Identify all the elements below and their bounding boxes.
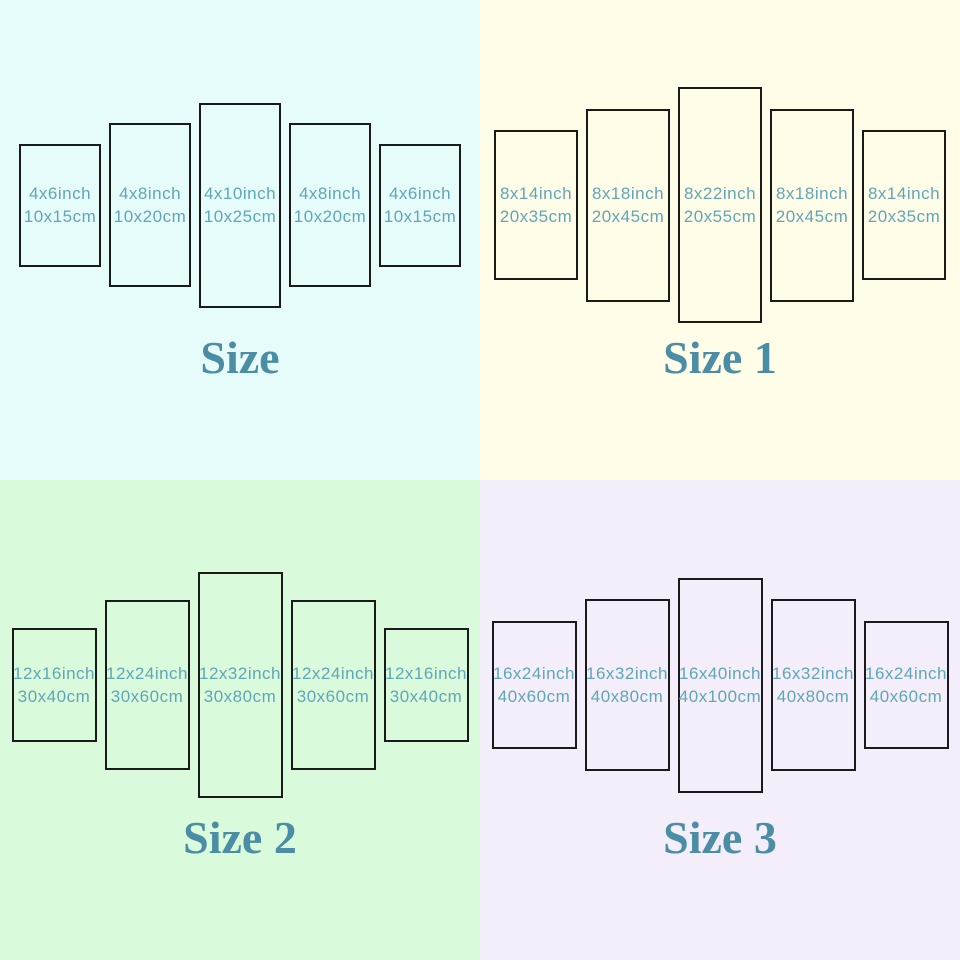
quadrant-title: Size 1 [663, 332, 777, 383]
panel-inch-label: 8x14inch [499, 184, 573, 203]
panel-inch-label: 8x18inch [591, 184, 665, 203]
panel-cm-label: 30x60cm [110, 687, 184, 706]
size-panel: 12x24inch 30x60cm [290, 600, 376, 770]
panel-cm-label: 30x40cm [17, 687, 91, 706]
panel-cm-label: 40x60cm [497, 687, 571, 706]
panel-cm-label: 40x80cm [590, 687, 664, 706]
panel-inch-label: 12x32inch [199, 664, 282, 683]
size-panel: 8x18inch 20x45cm [770, 108, 854, 302]
panel-cm-label: 40x60cm [869, 687, 943, 706]
panel-inch-label: 12x24inch [106, 664, 189, 683]
quadrant-title: Size 3 [663, 812, 777, 863]
panel-cm-label: 10x20cm [293, 207, 367, 226]
quadrant-size-2: 12x16inch 30x40cm 12x24inch 30x60cm 12x32inc… [0, 480, 480, 960]
panel-inch-label: 16x24inch [493, 664, 576, 683]
quadrant-title: Size [200, 332, 280, 383]
size-panel: 12x16inch 30x40cm [11, 628, 97, 742]
panel-row: 8x14inch 20x35cm 8x18inch 20x45cm 8x22inch 20… [480, 0, 960, 410]
size-panel: 16x32inch 40x80cm [584, 599, 670, 771]
panel-cm-label: 30x60cm [296, 687, 370, 706]
size-panel: 12x16inch 30x40cm [383, 628, 469, 742]
size-panel: 8x18inch 20x45cm [586, 108, 670, 302]
size-panel: 16x32inch 40x80cm [770, 599, 856, 771]
panel-row: 16x24inch 40x60cm 16x32inch 40x80cm 16x40inc… [480, 480, 960, 890]
panel-inch-label: 8x22inch [683, 184, 757, 203]
size-panel: 4x6inch 10x15cm [379, 143, 461, 267]
panel-inch-label: 12x24inch [292, 664, 375, 683]
size-panel: 4x8inch 10x20cm [289, 123, 371, 287]
panel-row: 4x6inch 10x15cm 4x8inch 10x20cm 4x10inch 10x2… [0, 0, 480, 410]
size-panel: 8x14inch 20x35cm [494, 130, 578, 280]
panel-cm-label: 20x55cm [683, 207, 757, 226]
panel-cm-label: 30x80cm [203, 687, 277, 706]
panel-cm-label: 40x100cm [678, 687, 762, 706]
panel-inch-label: 4x6inch [28, 184, 92, 203]
panel-inch-label: 8x18inch [775, 184, 849, 203]
panel-cm-label: 20x45cm [775, 207, 849, 226]
panel-cm-label: 10x15cm [23, 207, 97, 226]
panel-inch-label: 4x8inch [118, 184, 182, 203]
panel-cm-label: 20x45cm [591, 207, 665, 226]
size-panel: 4x6inch 10x15cm [19, 143, 101, 267]
size-panel: 8x22inch 20x55cm [678, 87, 762, 323]
size-panel: 8x14inch 20x35cm [862, 130, 946, 280]
size-panel: 12x32inch 30x80cm [197, 572, 283, 798]
quadrant-size-1: 8x14inch 20x35cm 8x18inch 20x45cm 8x22inch 20… [480, 0, 960, 480]
size-panel: 4x10inch 10x25cm [199, 102, 281, 308]
panel-cm-label: 20x35cm [499, 207, 573, 226]
size-panel: 4x8inch 10x20cm [109, 123, 191, 287]
quadrant-title: Size 2 [183, 812, 297, 863]
size-panel: 16x24inch 40x60cm [491, 621, 577, 749]
quadrant-size-3: 16x24inch 40x60cm 16x32inch 40x80cm 16x40inc… [480, 480, 960, 960]
panel-cm-label: 40x80cm [776, 687, 850, 706]
size-panel: 16x24inch 40x60cm [863, 621, 949, 749]
panel-cm-label: 20x35cm [867, 207, 941, 226]
size-panel: 12x24inch 30x60cm [104, 600, 190, 770]
panel-row: 12x16inch 30x40cm 12x24inch 30x60cm 12x32inc… [0, 480, 480, 890]
panel-inch-label: 4x10inch [203, 184, 277, 203]
panel-inch-label: 4x6inch [388, 184, 452, 203]
panel-inch-label: 12x16inch [13, 664, 96, 683]
panel-inch-label: 16x24inch [865, 664, 948, 683]
size-panel: 16x40inch 40x100cm [677, 577, 763, 793]
panel-cm-label: 10x15cm [383, 207, 457, 226]
panel-inch-label: 16x32inch [586, 664, 669, 683]
panel-inch-label: 16x32inch [772, 664, 855, 683]
panel-inch-label: 16x40inch [679, 664, 762, 683]
panel-cm-label: 30x40cm [389, 687, 463, 706]
panel-cm-label: 10x20cm [113, 207, 187, 226]
quadrant-size: 4x6inch 10x15cm 4x8inch 10x20cm 4x10inch 10x2… [0, 0, 480, 480]
panel-inch-label: 12x16inch [385, 664, 468, 683]
panel-cm-label: 10x25cm [203, 207, 277, 226]
panel-inch-label: 4x8inch [298, 184, 362, 203]
panel-inch-label: 8x14inch [867, 184, 941, 203]
